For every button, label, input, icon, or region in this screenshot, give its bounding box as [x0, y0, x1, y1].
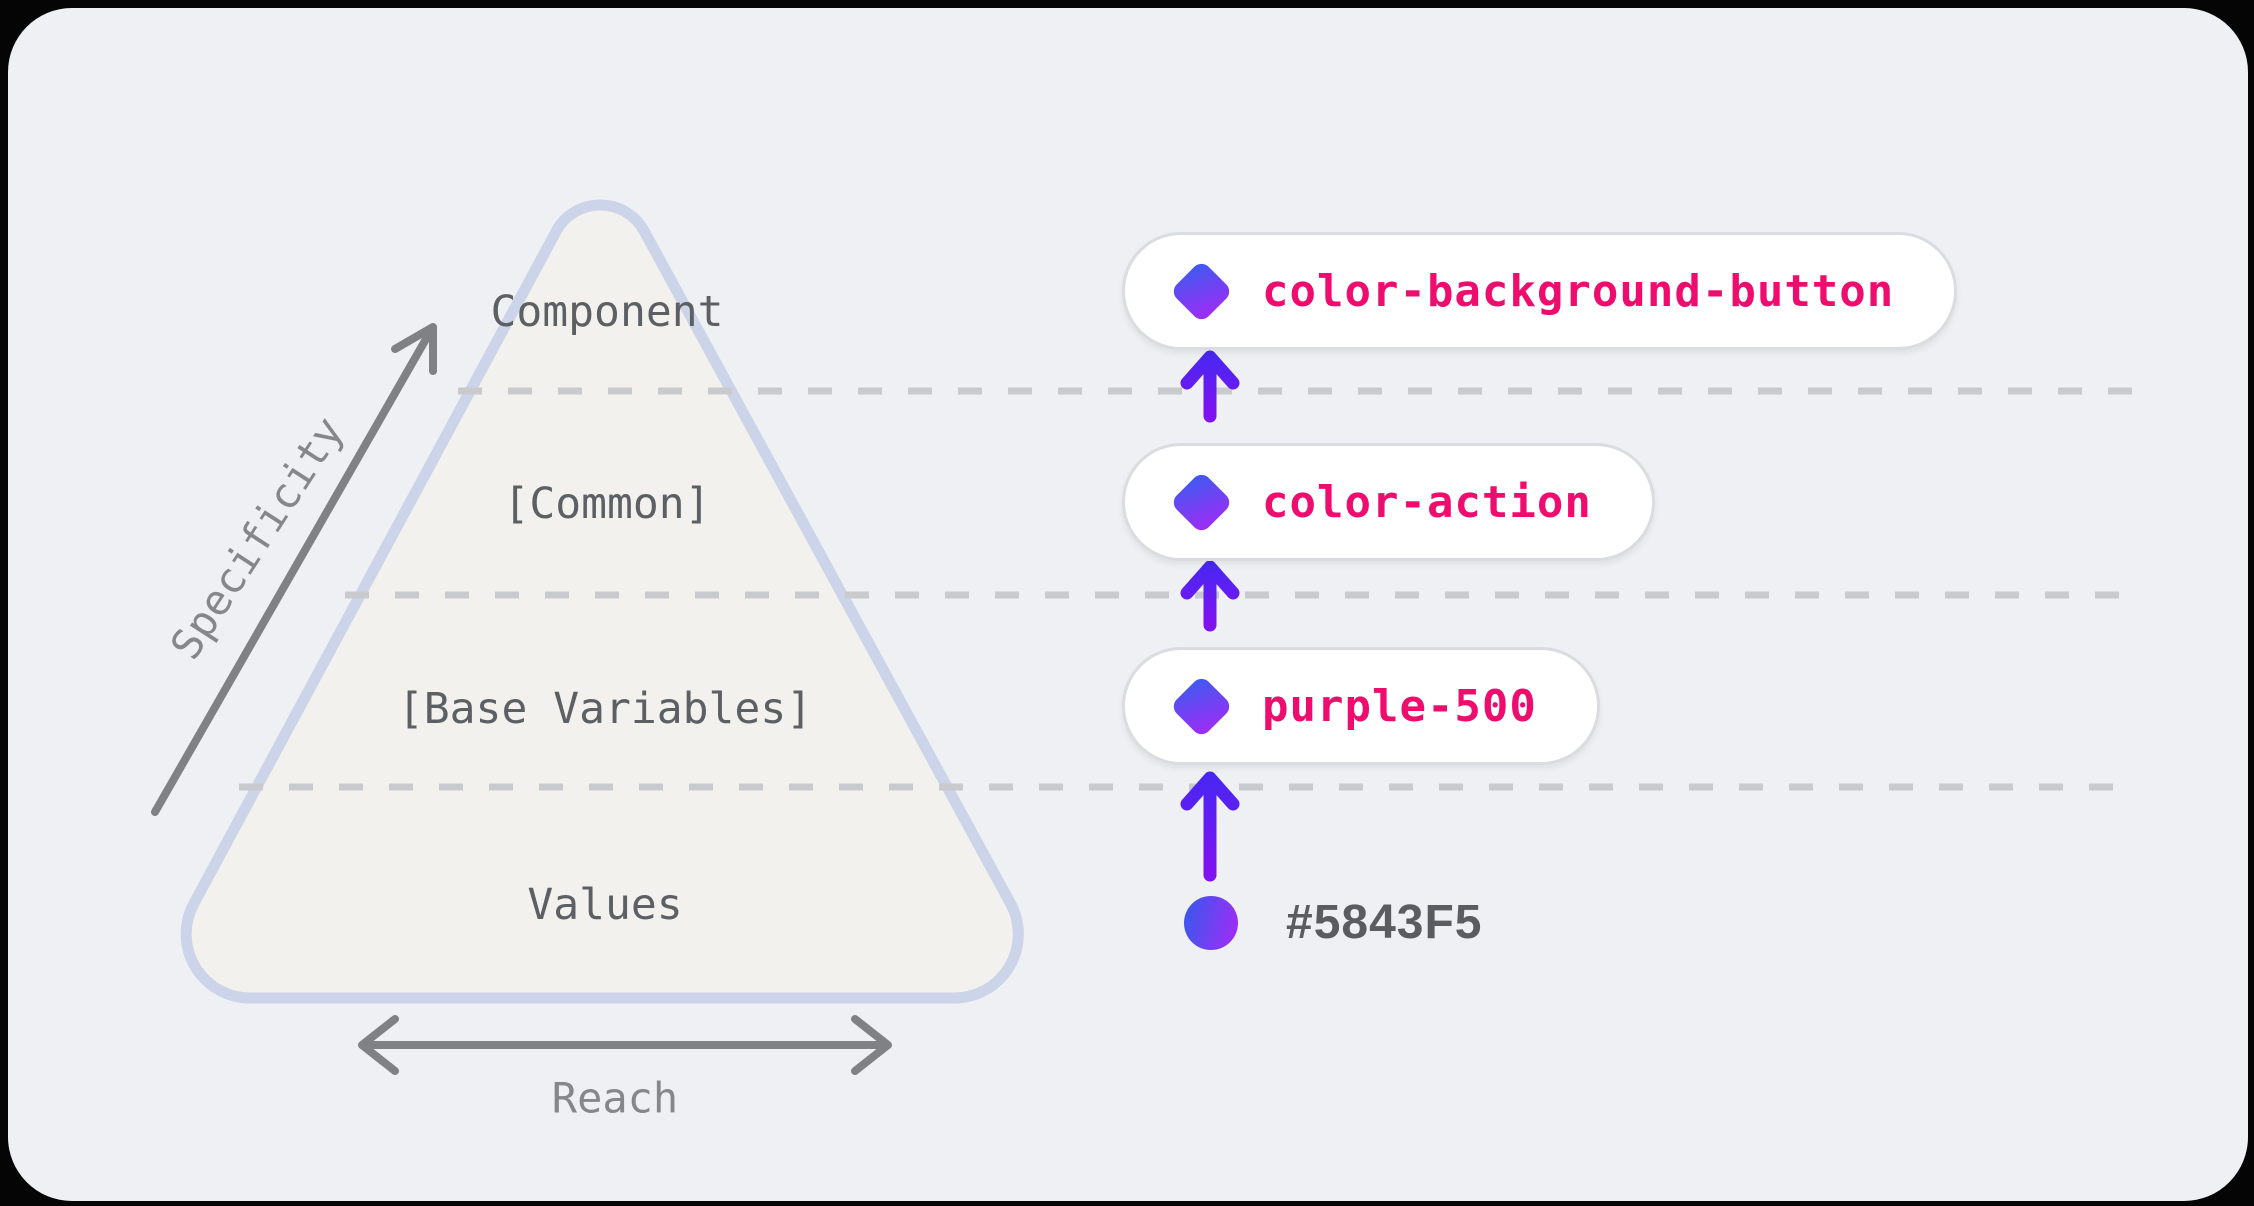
token-pill-color-action: color-action — [1122, 443, 1655, 561]
token-flow-arrow-bottom — [1180, 771, 1240, 882]
raw-value-row: #5843F5 — [1184, 895, 1483, 950]
token-pill-label: color-background-button — [1262, 265, 1895, 317]
color-swatch-icon — [1184, 895, 1238, 950]
level-label-values: Values — [527, 880, 683, 930]
diamond-token-icon — [1169, 259, 1234, 323]
token-pill-purple-500: purple-500 — [1122, 647, 1600, 765]
token-flow-arrow-top — [1180, 350, 1240, 423]
token-flow-arrow-middle — [1180, 560, 1240, 632]
token-pill-color-background-button: color-background-button — [1122, 232, 1958, 350]
reach-axis-arrow — [358, 1015, 892, 1075]
pyramid-shape — [180, 199, 1024, 1004]
token-pill-label: purple-500 — [1262, 680, 1537, 732]
specificity-axis-arrow — [151, 323, 437, 816]
token-pill-label: color-action — [1262, 476, 1592, 528]
level-label-common: [Common] — [503, 479, 711, 529]
level-label-base-variables: [Base Variables] — [397, 684, 813, 734]
reach-axis-label: Reach — [551, 1073, 679, 1123]
diamond-token-icon — [1169, 674, 1234, 738]
hex-value-label: #5843F5 — [1286, 896, 1483, 949]
level-label-component: Component — [490, 287, 724, 337]
level-divider-dashes — [239, 387, 2133, 791]
diamond-token-icon — [1169, 470, 1234, 534]
